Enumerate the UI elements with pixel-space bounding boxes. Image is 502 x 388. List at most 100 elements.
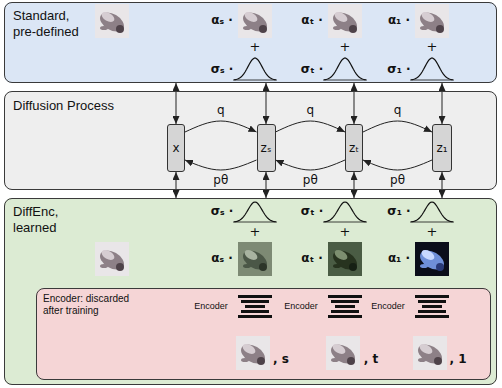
image-body bbox=[240, 247, 271, 274]
plus-sign: + bbox=[340, 225, 351, 239]
encoder-bar bbox=[328, 295, 362, 298]
encoder-bar bbox=[415, 295, 449, 298]
plus-sign: + bbox=[250, 225, 261, 239]
plus-sign: + bbox=[427, 225, 438, 239]
image-thumbnail bbox=[238, 242, 272, 276]
image-head bbox=[259, 25, 267, 33]
gaussian-curve bbox=[234, 58, 276, 80]
image-head bbox=[257, 357, 265, 365]
image-ground bbox=[415, 4, 449, 38]
image-ground bbox=[328, 4, 362, 38]
encoder-bar bbox=[415, 315, 449, 318]
encoder-bar bbox=[331, 310, 359, 313]
image-leg bbox=[100, 264, 108, 268]
coefficient-label: αₛ · bbox=[211, 252, 233, 265]
node-label: z₁ bbox=[436, 141, 447, 155]
image-head bbox=[116, 263, 124, 271]
image-body bbox=[415, 341, 446, 368]
image-ground bbox=[95, 4, 129, 38]
image-body bbox=[240, 9, 271, 36]
node-label: Diffusion Process bbox=[13, 98, 114, 114]
image-ground bbox=[238, 4, 272, 38]
image-fur bbox=[241, 342, 257, 356]
image-ground bbox=[415, 242, 449, 276]
gaussian-curve bbox=[411, 202, 453, 222]
image-leg bbox=[331, 358, 339, 362]
image-body bbox=[330, 9, 361, 36]
connector-arrow bbox=[363, 160, 432, 170]
node-label: zₛ bbox=[261, 141, 272, 155]
connector-arrow bbox=[442, 83, 443, 124]
image-ground bbox=[413, 336, 447, 370]
variable-box: x bbox=[167, 124, 185, 172]
image-fur bbox=[243, 10, 259, 24]
image-leg bbox=[243, 26, 251, 30]
image-body bbox=[330, 247, 361, 274]
panel-fill bbox=[4, 198, 497, 385]
node-label: zₜ bbox=[349, 141, 359, 155]
connector-arrow bbox=[442, 172, 443, 198]
coefficient-label: σ₁ · bbox=[387, 63, 410, 76]
image-head bbox=[434, 357, 442, 365]
gaussian-base bbox=[233, 222, 277, 223]
plus-sign: + bbox=[427, 40, 438, 54]
encoder-bar bbox=[335, 305, 355, 308]
image-fur bbox=[100, 248, 116, 262]
plus-sign: + bbox=[340, 40, 351, 54]
image-leg bbox=[418, 358, 426, 362]
image-leg bbox=[420, 264, 428, 268]
edge-label: pθ bbox=[390, 174, 405, 187]
connector-arrow bbox=[363, 121, 432, 132]
encoder-bar bbox=[331, 300, 359, 303]
coefficient-label: α₁ · bbox=[388, 252, 410, 265]
edge-label: pθ bbox=[213, 174, 228, 187]
encoder-bar bbox=[418, 300, 446, 303]
image-ground bbox=[238, 242, 272, 276]
coefficient-label: σₛ · bbox=[211, 63, 234, 76]
image-body bbox=[417, 9, 448, 36]
image-leg bbox=[241, 358, 249, 362]
image-leg bbox=[333, 26, 341, 30]
edge-label: q bbox=[394, 104, 402, 117]
image-leg bbox=[333, 264, 341, 268]
image-body bbox=[417, 247, 448, 274]
image-fur bbox=[333, 248, 349, 262]
connector-arrow bbox=[185, 121, 257, 132]
image-thumbnail bbox=[413, 336, 447, 370]
panel-fill bbox=[4, 91, 497, 190]
panel-fill bbox=[4, 2, 497, 83]
image-fur bbox=[420, 10, 436, 24]
image-thumbnail bbox=[328, 4, 362, 38]
gaussian-base bbox=[410, 80, 454, 81]
coefficient-label: α₁ · bbox=[388, 14, 410, 27]
image-fur bbox=[420, 248, 436, 262]
image-leg bbox=[243, 264, 251, 268]
coefficient-label: αₜ · bbox=[301, 252, 323, 265]
connector-arrow bbox=[176, 83, 177, 124]
edge-label: q bbox=[217, 104, 225, 117]
image-thumbnail bbox=[326, 336, 360, 370]
coefficient-label: σₜ · bbox=[301, 63, 324, 76]
connector-arrow bbox=[176, 172, 177, 198]
image-thumbnail bbox=[95, 242, 129, 276]
node-label: x bbox=[172, 141, 179, 155]
image-thumbnail bbox=[236, 336, 270, 370]
gaussian-curve bbox=[234, 202, 276, 222]
gaussian-base bbox=[323, 80, 367, 81]
image-ground bbox=[95, 242, 129, 276]
encoder-bar bbox=[245, 305, 265, 308]
variable-box: z₁ bbox=[432, 124, 452, 172]
encoder-label: Encoder bbox=[194, 302, 228, 312]
gaussian-curve bbox=[324, 202, 366, 222]
plus-sign: + bbox=[250, 40, 261, 54]
gaussian-base bbox=[233, 80, 277, 81]
encoder-bar bbox=[328, 315, 362, 318]
node-label: DiffEnc, learned bbox=[13, 204, 89, 235]
image-body bbox=[97, 247, 128, 274]
image-fur bbox=[331, 342, 347, 356]
coefficient-label: αₛ · bbox=[211, 14, 233, 27]
image-thumbnail bbox=[95, 4, 129, 38]
node-label: Encoder: discarded after training bbox=[43, 293, 135, 317]
